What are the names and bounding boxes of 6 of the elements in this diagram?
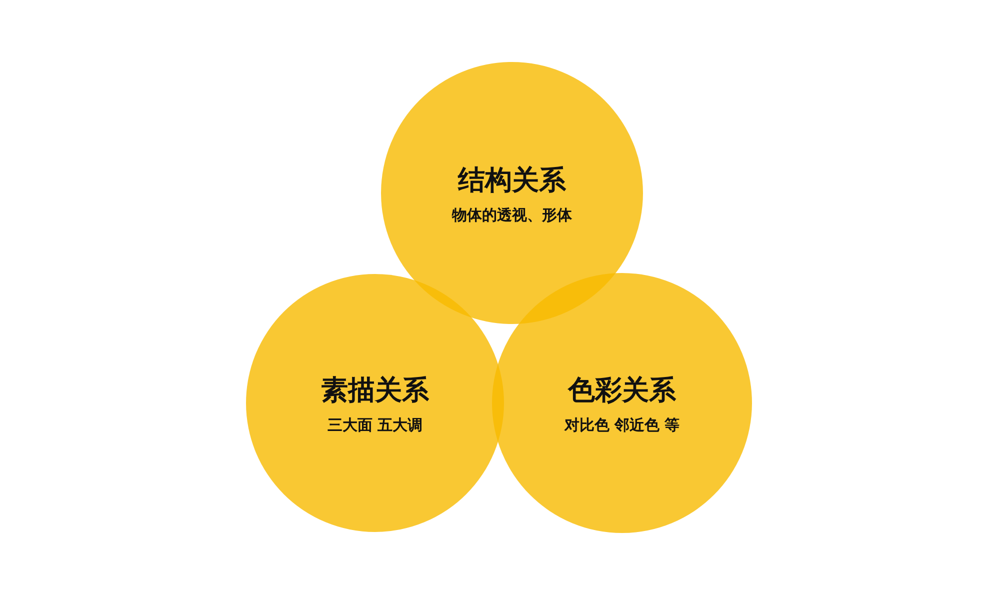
circle-subtext: 对比色 邻近色 等: [564, 416, 680, 434]
circle-heading: 结构关系: [458, 164, 566, 198]
circle-heading: 色彩关系: [568, 374, 676, 408]
circle-subtext: 三大面 五大调: [327, 416, 423, 434]
circle-subtext: 物体的透视、形体: [452, 206, 572, 224]
circle-heading: 素描关系: [321, 374, 429, 408]
